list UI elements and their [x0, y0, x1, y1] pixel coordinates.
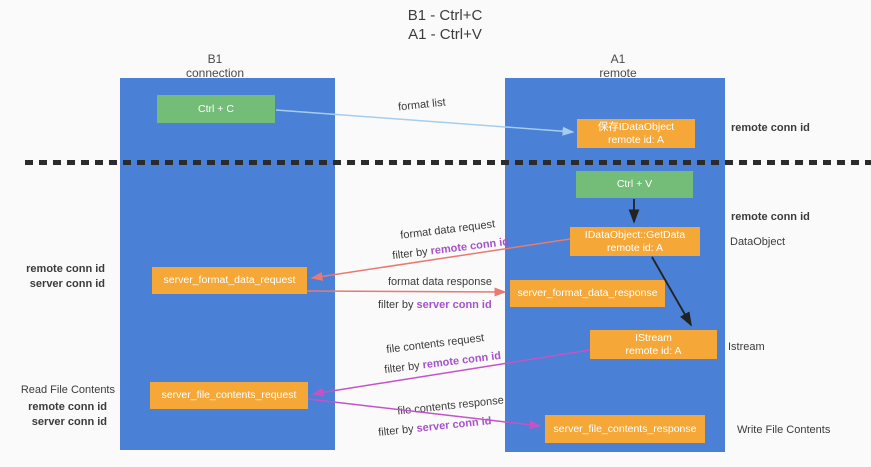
node-server-file-contents-response-label: server_file_contents_response — [553, 422, 697, 435]
remote-conn-id-text: remote conn id — [429, 235, 510, 258]
dashed-separator-line — [25, 160, 871, 165]
label-read-file-contents: Read File Contents — [20, 384, 115, 396]
label-server-conn-id-left-2: server conn id — [31, 416, 107, 428]
node-istream-line2: remote id: A — [625, 344, 682, 357]
format-data-response-text: format data response — [388, 276, 492, 288]
arrow-format-data-response — [306, 287, 507, 297]
server-conn-id-text: server conn id — [415, 415, 493, 435]
diagram-title: B1 - Ctrl+C A1 - Ctrl+V — [330, 6, 560, 44]
label-remote-conn-id-left-1: remote conn id — [26, 263, 105, 275]
title-line-b1: B1 - Ctrl+C — [407, 7, 483, 24]
filter-by-text: filter by — [383, 359, 424, 377]
label-remote-conn-id-right-mid: remote conn id — [731, 211, 810, 223]
column-header-a1: A1 remote — [558, 52, 678, 80]
node-server-format-data-request: server_format_data_request — [152, 267, 307, 294]
node-ctrl-v-label: Ctrl + V — [616, 178, 653, 190]
node-save-idataobject-line1: 保存IDataObject — [597, 120, 675, 133]
node-getdata-line2: remote id: A — [606, 241, 664, 254]
label-write-file-contents: Write File Contents — [737, 424, 831, 436]
label-server-conn-id-left-1: server conn id — [29, 278, 105, 290]
filter-by-text: filter by — [377, 422, 418, 439]
label-remote-conn-id-left-2: remote conn id — [28, 401, 107, 413]
node-ctrl-v: Ctrl + V — [576, 171, 693, 198]
column-b1-name: B1 — [207, 52, 223, 66]
column-a1-subtitle: remote — [599, 66, 637, 80]
label-remote-conn-id-right-top: remote conn id — [731, 122, 810, 134]
title-line-a1: A1 - Ctrl+V — [408, 26, 482, 43]
node-save-idataobject-line2: remote id: A — [607, 133, 665, 146]
format-list-text: format list — [397, 96, 447, 114]
node-server-file-contents-request: server_file_contents_request — [150, 382, 308, 409]
node-getdata-line1: IDataObject::GetData — [584, 228, 686, 241]
label-dataobject: DataObject — [730, 236, 786, 248]
edge-label-filter-server-2: filter by server conn id — [378, 415, 492, 439]
node-server-format-data-response-label: server_format_data_response — [517, 287, 658, 299]
filter-by-text: filter by — [391, 245, 432, 263]
edge-label-format-data-response: format data response — [388, 276, 492, 288]
node-istream-line1: IStream — [635, 331, 672, 344]
node-istream: IStream remote id: A — [590, 330, 717, 359]
edge-label-filter-server-1: filter by server conn id — [378, 299, 492, 311]
node-save-idataobject: 保存IDataObject remote id: A — [577, 119, 695, 148]
column-a1-name: A1 — [610, 52, 626, 66]
edge-label-file-contents-request: file contents request — [386, 332, 485, 356]
column-header-b1: B1 connection — [155, 52, 275, 80]
server-conn-id-text: server conn id — [416, 299, 492, 311]
node-server-format-data-response: server_format_data_response — [510, 280, 665, 307]
node-server-format-data-request-label: server_format_data_request — [163, 274, 296, 286]
file-contents-response-text: file contents response — [396, 394, 505, 418]
node-ctrl-c-label: Ctrl + C — [198, 102, 234, 115]
edge-label-format-list: format list — [398, 97, 447, 114]
node-server-file-contents-request-label: server_file_contents_request — [161, 389, 297, 401]
remote-conn-id-text: remote conn id — [421, 349, 502, 372]
filter-by-text: filter by — [378, 299, 417, 311]
column-b1-subtitle: connection — [185, 66, 245, 80]
edge-label-file-contents-response: file contents response — [397, 394, 505, 417]
file-contents-request-text: file contents request — [385, 332, 485, 356]
node-ctrl-c: Ctrl + C — [157, 95, 275, 123]
node-server-file-contents-response: server_file_contents_response — [545, 415, 705, 443]
node-idataobject-getdata: IDataObject::GetData remote id: A — [570, 227, 700, 256]
label-istream: Istream — [728, 341, 765, 353]
